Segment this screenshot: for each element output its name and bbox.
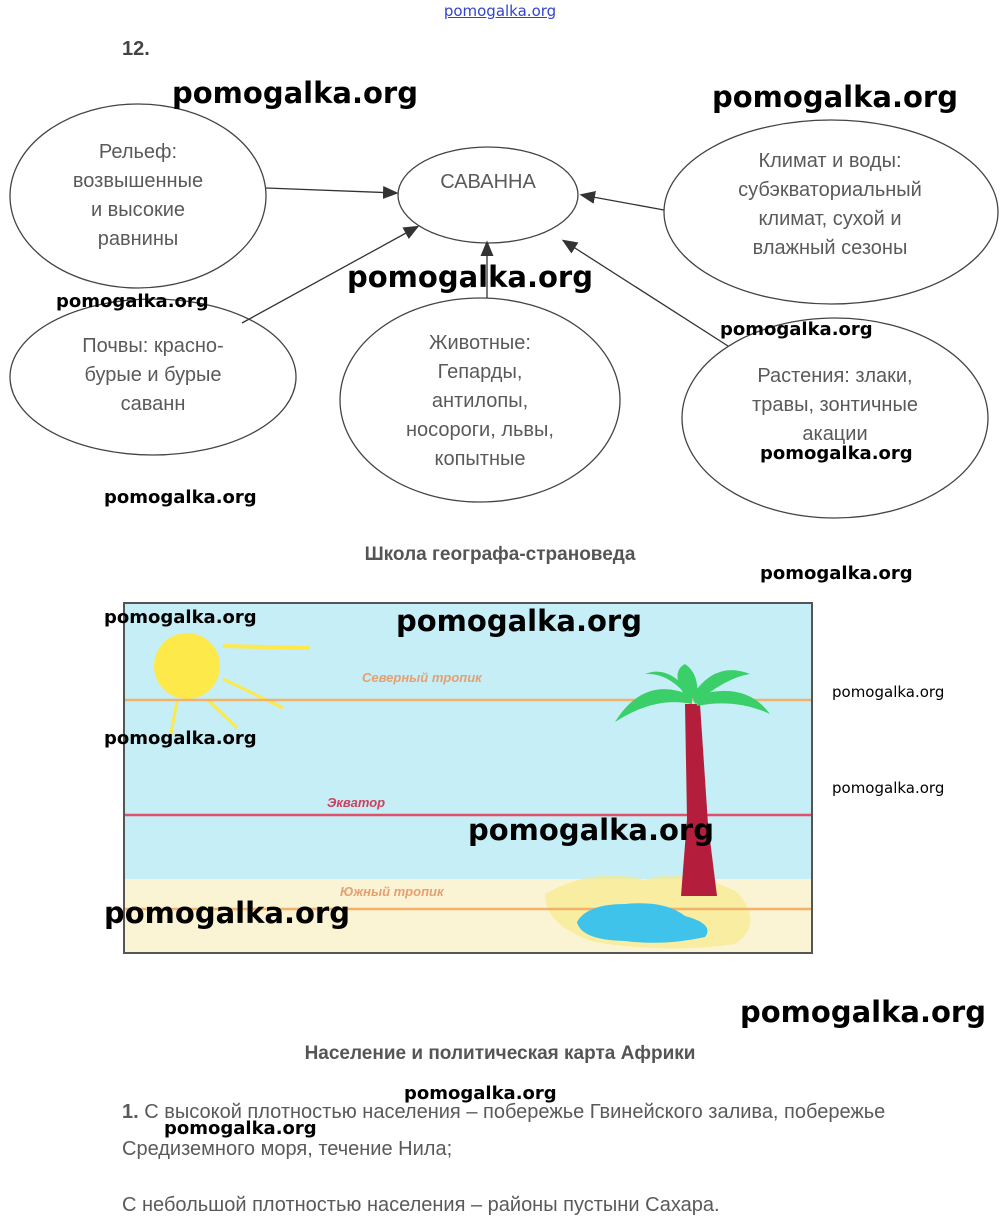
climate-ellipse [663, 119, 999, 305]
climate-text: Климат и воды: субэкваториальный климат,… [738, 150, 922, 259]
palm-leaf [695, 690, 770, 714]
watermark: pomogalka.org [832, 779, 945, 797]
task-number: 12. [122, 38, 150, 60]
watermark: pomogalka.org [760, 563, 913, 584]
palm-leaf [615, 689, 692, 722]
answer-number: 1. [122, 1101, 139, 1123]
answer-line-1: 1. С высокой плотностью населения – побе… [122, 1101, 886, 1123]
relief-ellipse [9, 103, 267, 289]
arrow-climate [579, 190, 665, 211]
arrow-plants [561, 239, 729, 347]
section-title: Школа географа-страноведа [364, 544, 636, 565]
plants-text: Растения: злаки, травы, зонтичные акации [752, 365, 918, 445]
watermark: pomogalka.org [104, 487, 257, 508]
watermark: pomogalka.org [172, 76, 418, 110]
soils-ellipse [9, 298, 297, 456]
sun-icon [154, 633, 220, 699]
palm-trunk [681, 704, 717, 896]
north-tropic-label: Северный тропик [362, 670, 482, 685]
answer-line-2: Средиземного моря, течение Нила; [122, 1138, 453, 1160]
section2-title: Население и политическая карта Африки [304, 1043, 696, 1064]
watermark: pomogalka.org [468, 813, 714, 847]
answer-line-3: С небольшой плотностью населения – район… [122, 1194, 720, 1216]
watermark: pomogalka.org [720, 319, 873, 340]
soils-text: Почвы: красно- бурые и бурые саванн [82, 335, 224, 415]
watermark: pomogalka.org [404, 1083, 557, 1104]
sun-ray [168, 700, 179, 740]
animals-text: Животные: Гепарды, антилопы, носороги, л… [406, 332, 554, 470]
equator-label: Экватор [327, 795, 386, 810]
watermark: pomogalka.org [164, 1118, 317, 1139]
south-tropic-label: Южный тропик [340, 884, 444, 899]
watermark: pomogalka.org [104, 896, 350, 930]
watermark: pomogalka.org [56, 291, 209, 312]
arrow-soils [241, 225, 420, 324]
tropics-drawing-art [125, 604, 811, 952]
sun-ray [222, 677, 284, 710]
relief-text: Рельеф: возвышенные и высокие равнины [72, 141, 204, 250]
arrow-relief [265, 186, 399, 199]
palm-leaf [677, 664, 698, 700]
watermark: pomogalka.org [760, 443, 913, 464]
watermark: pomogalka.org [712, 80, 958, 114]
site-link[interactable]: pomogalka.org [443, 2, 557, 20]
lake [577, 903, 708, 943]
sun-ray [205, 697, 239, 730]
watermark: pomogalka.org [104, 728, 257, 749]
watermark: pomogalka.org [347, 260, 593, 294]
plants-ellipse [681, 317, 989, 519]
watermark: pomogalka.org [396, 604, 642, 638]
watermark: pomogalka.org [740, 995, 986, 1029]
watermark: pomogalka.org [104, 607, 257, 628]
animals-ellipse [339, 297, 621, 503]
center-label: САВАННА [440, 171, 536, 193]
watermark: pomogalka.org [832, 683, 945, 701]
tropics-drawing: Северный тропик Экватор Южный тропик [123, 602, 813, 954]
sun-ray [222, 644, 311, 650]
savanna-diagram [9, 103, 999, 519]
